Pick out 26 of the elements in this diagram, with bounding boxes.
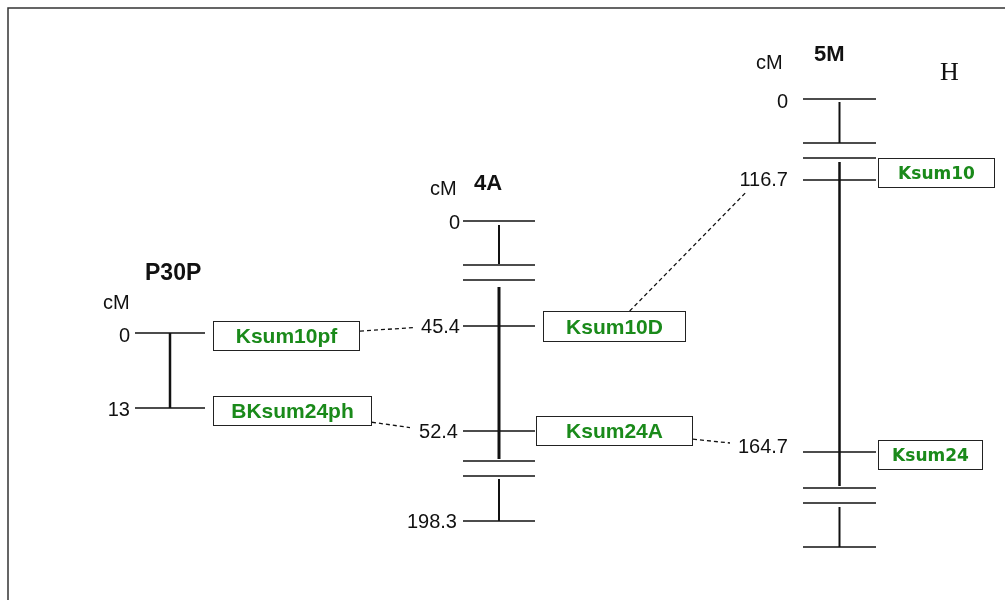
dashed-connector bbox=[629, 191, 747, 312]
position-label: 0 bbox=[117, 323, 130, 348]
marker-box: Ksum10D bbox=[543, 311, 686, 342]
axis-unit-label: cM bbox=[756, 50, 784, 75]
position-label: 198.3 bbox=[405, 509, 457, 534]
chromosome-name: 4A bbox=[474, 169, 504, 197]
axis-unit-label: cM bbox=[103, 290, 131, 315]
position-label: 0 bbox=[447, 210, 460, 235]
position-label: 164.7 bbox=[730, 433, 788, 459]
marker-box: BKsum24ph bbox=[213, 396, 372, 426]
panel-letter: H bbox=[940, 56, 960, 88]
dashed-connector bbox=[692, 438, 731, 444]
chromosome-name: 5M bbox=[814, 40, 846, 68]
marker-box: Ksum10 bbox=[878, 158, 995, 188]
chromosome-name: P30P bbox=[145, 258, 203, 287]
marker-box: Ksum24 bbox=[878, 440, 983, 470]
position-label: 0 bbox=[775, 89, 788, 114]
position-label: 116.7 bbox=[730, 166, 788, 192]
axis-unit-label: cM bbox=[430, 176, 458, 201]
marker-box: Ksum24A bbox=[536, 416, 693, 446]
position-label: 45.4 bbox=[414, 313, 460, 339]
position-label: 13 bbox=[106, 397, 130, 422]
position-label: 52.4 bbox=[410, 418, 458, 444]
marker-box: Ksum10pf bbox=[213, 321, 360, 351]
dashed-connector bbox=[359, 326, 415, 332]
dashed-connector bbox=[371, 421, 411, 429]
